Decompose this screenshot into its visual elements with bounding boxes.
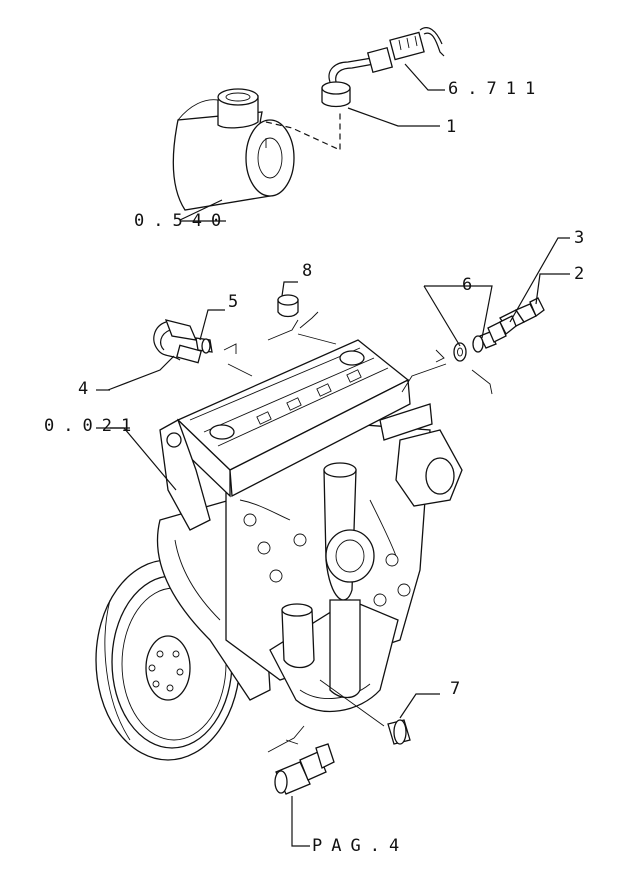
- sensor-4-5-harness: [153, 319, 213, 364]
- plug-7: [387, 719, 411, 745]
- plug-8: [277, 294, 299, 318]
- intake-housing: [172, 88, 295, 211]
- sensor-1-harness: [321, 27, 445, 108]
- ref-label-6711: 6.711: [448, 79, 544, 99]
- ref-label-0021: 0.021: [44, 416, 140, 436]
- callout-8: 8: [302, 261, 312, 281]
- sensor-3: [479, 315, 517, 349]
- engine-block: [95, 339, 463, 761]
- ref-label-0540: 0.540: [134, 211, 230, 231]
- callout-1: 1: [446, 117, 456, 137]
- callout-6: 6: [462, 275, 472, 295]
- callout-3: 3: [574, 228, 584, 248]
- callout-2: 2: [574, 264, 584, 284]
- callout-5: 5: [228, 292, 238, 312]
- callout-4: 4: [78, 379, 88, 399]
- sensor-pag4: [274, 743, 335, 795]
- washer-6: [453, 335, 484, 362]
- callout-7: 7: [450, 679, 460, 699]
- ref-label-pag4: PAG.4: [312, 836, 408, 856]
